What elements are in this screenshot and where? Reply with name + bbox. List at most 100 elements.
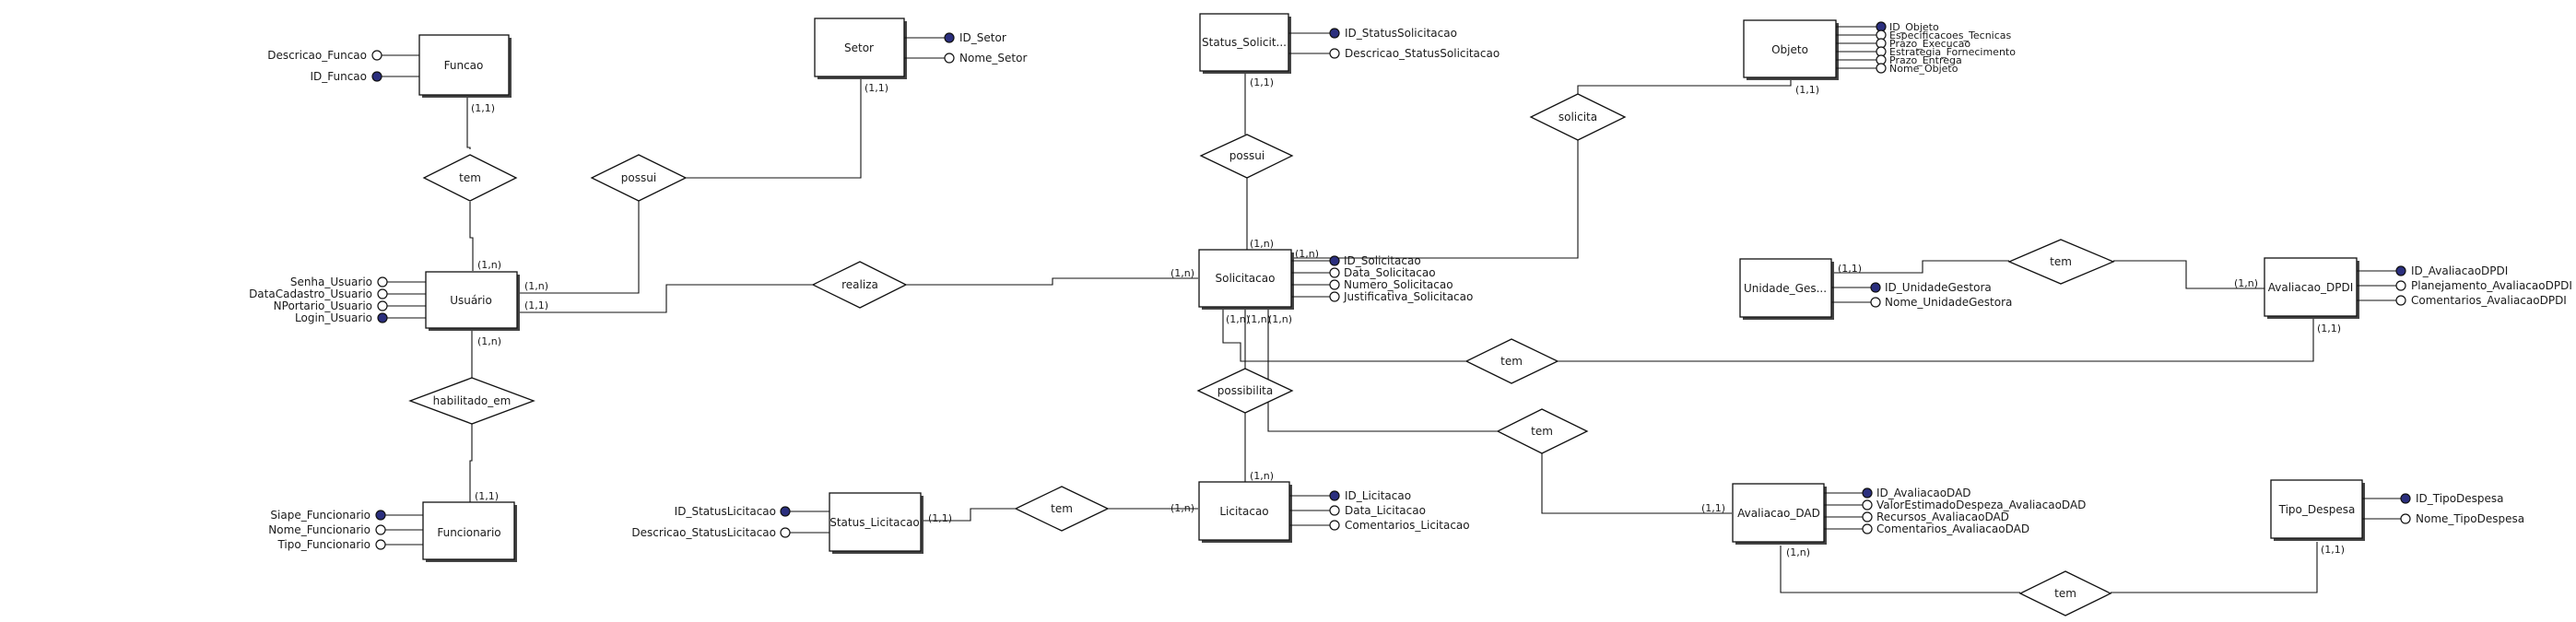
attribute-marker bbox=[375, 539, 386, 550]
attribute-label: Tipo_Funcionario bbox=[276, 538, 371, 551]
entity-status-solicitacao: Status_Solicit... bbox=[1199, 13, 1291, 74]
relationship-label: possui bbox=[1229, 149, 1264, 162]
entity-tipo-despesa: Tipo_Despesa bbox=[2270, 479, 2365, 541]
attribute-label: Especificacoes_Tecnicas bbox=[1889, 29, 2012, 41]
entity-label: Avaliacao_DPDI bbox=[2268, 281, 2354, 294]
attribute-label: Login_Usuario bbox=[295, 311, 372, 324]
attribute-label: ID_TipoDespesa bbox=[2416, 492, 2504, 505]
entity-label: Usuário bbox=[450, 294, 492, 307]
line-setor-possui bbox=[686, 77, 862, 179]
attribute-label: Descricao_StatusLicitacao bbox=[631, 526, 776, 539]
cardinality-label: (1,1) bbox=[2321, 544, 2345, 556]
cardinality-label: (1,1) bbox=[1795, 84, 1819, 96]
cardinality-label: (1,n) bbox=[1170, 267, 1194, 279]
entity-label: Funcionario bbox=[437, 526, 500, 539]
entity-setor: Setor bbox=[814, 18, 907, 79]
attribute-label: ID_Setor bbox=[959, 31, 1006, 44]
relationship-label: tem bbox=[2054, 587, 2076, 600]
attribute-label: ID_StatusLicitacao bbox=[675, 505, 776, 518]
attributes-status-licitacao: ID_StatusLicitacao Descricao_StatusLicit… bbox=[631, 505, 829, 539]
entity-solicitacao: Solicitacao bbox=[1198, 249, 1294, 310]
relationship-tem-dad: tem bbox=[1496, 408, 1589, 454]
line-tem-dad bbox=[1541, 453, 1732, 514]
attribute-marker bbox=[1862, 511, 1873, 522]
line-usuario-realiza bbox=[517, 284, 813, 313]
key-attribute-marker bbox=[1870, 282, 1881, 293]
cardinality-label: (1,1) bbox=[865, 82, 888, 94]
entity-avaliacao-dpdi: Avaliacao_DPDI bbox=[2264, 257, 2359, 319]
key-attribute-marker bbox=[377, 312, 388, 323]
attribute-marker bbox=[2395, 295, 2406, 306]
relationship-tem-despesa: tem bbox=[2018, 570, 2112, 616]
key-attribute-marker bbox=[375, 510, 386, 521]
key-attribute-marker bbox=[1329, 255, 1340, 266]
entity-label: Unidade_Ges... bbox=[1744, 282, 1827, 295]
attributes-unidade-gestora: ID_UnidadeGestora Nome_UnidadeGestora bbox=[1831, 281, 2012, 309]
key-attribute-marker bbox=[2395, 265, 2406, 276]
line-possui-usuario bbox=[517, 201, 640, 294]
line-solicitacao-tem-dad bbox=[1267, 308, 1498, 432]
line-solicitacao-tem-dpdi bbox=[1222, 308, 1466, 362]
cardinality-label: (1,n) bbox=[1786, 546, 1810, 558]
cardinality-label: (1,1) bbox=[2317, 323, 2341, 334]
cardinality-label: (1,1) bbox=[1838, 263, 1862, 275]
attribute-marker bbox=[2395, 280, 2406, 291]
line-habilitado-funcionario bbox=[469, 424, 473, 502]
attributes-licitacao: ID_Licitacao Data_Licitacao Comentarios_… bbox=[1289, 489, 1470, 532]
attributes-funcionario: Siape_Funcionario Nome_Funcionario Tipo_… bbox=[268, 509, 423, 551]
attribute-marker bbox=[1862, 523, 1873, 534]
attribute-label: ID_AvaliacaoDPDI bbox=[2411, 264, 2508, 277]
attributes-solicitacao: ID_Solicitacao Data_Solicitacao Numero_S… bbox=[1291, 254, 1473, 303]
line-tem-dpdi bbox=[1558, 317, 2314, 362]
attribute-label: ID_Funcao bbox=[310, 70, 367, 83]
attribute-label: Siape_Funcionario bbox=[270, 509, 371, 522]
cardinality-label: (1,n) bbox=[1170, 502, 1194, 514]
cardinality-label: (1,n) bbox=[1295, 248, 1319, 260]
relationship-tem-funcao: tem bbox=[422, 154, 518, 202]
cardinality-label: (1,1) bbox=[524, 299, 548, 311]
attributes-status-solicitacao: ID_StatusSolicitacao Descricao_StatusSol… bbox=[1288, 27, 1500, 60]
key-attribute-marker bbox=[1329, 28, 1340, 39]
attribute-label: ID_UnidadeGestora bbox=[1885, 281, 1992, 294]
entity-label: Status_Solicit... bbox=[1202, 36, 1287, 49]
entity-label: Avaliacao_DAD bbox=[1737, 507, 1820, 520]
attributes-usuario: Senha_Usuario DataCadastro_Usuario NPort… bbox=[249, 276, 426, 324]
relationship-label: tem bbox=[2050, 255, 2072, 268]
attribute-marker bbox=[1329, 505, 1340, 516]
cardinality-label: (1,1) bbox=[1250, 76, 1274, 88]
entity-label: Status_Licitacao bbox=[829, 516, 920, 529]
entity-label: Tipo_Despesa bbox=[2278, 503, 2356, 516]
cardinalities: (1,1) (1,n) (1,1) (1,n) (1,1) (1,n) (1,1… bbox=[471, 76, 2345, 558]
line-dad-tem bbox=[1780, 546, 2020, 593]
attribute-label: ValorEstimadoDespeza_AvaliacaoDAD bbox=[1876, 499, 2086, 511]
entity-objeto: Objeto bbox=[1743, 19, 1839, 80]
line-tem-usuario bbox=[469, 202, 474, 271]
relationship-label: realiza bbox=[841, 278, 878, 291]
attribute-marker bbox=[371, 50, 382, 61]
relationship-tem-licitacao: tem bbox=[1014, 486, 1110, 532]
cardinality-label: (1,n) bbox=[1226, 313, 1250, 325]
relationship-possibilita: possibilita bbox=[1196, 368, 1294, 414]
attribute-label: Nome_Setor bbox=[959, 52, 1027, 65]
attribute-marker bbox=[375, 524, 386, 535]
line-funcao-tem bbox=[466, 96, 471, 149]
relationship-label: tem bbox=[1531, 425, 1553, 438]
attribute-label: Descricao_Funcao bbox=[267, 49, 367, 62]
attribute-label: Comentarios_Licitacao bbox=[1345, 519, 1470, 532]
attribute-label: Descricao_StatusSolicitacao bbox=[1345, 47, 1500, 60]
relationship-label: tem bbox=[459, 171, 481, 184]
attribute-label: Prazo_Entrega bbox=[1889, 54, 1962, 66]
attributes-tipo-despesa: ID_TipoDespesa Nome_TipoDespesa bbox=[2362, 492, 2524, 525]
attribute-marker bbox=[944, 53, 955, 64]
attribute-label: Comentarios_AvaliacaoDPDI bbox=[2411, 294, 2567, 307]
relationship-habilitado-em: habilitado_em bbox=[408, 377, 535, 425]
key-attribute-marker bbox=[2400, 493, 2411, 504]
relationship-possui-status: possui bbox=[1199, 134, 1294, 179]
cardinality-label: (1,1) bbox=[475, 490, 499, 502]
line-tem-dpdi-2 bbox=[2113, 260, 2264, 289]
attribute-marker bbox=[1329, 291, 1340, 302]
key-attribute-marker bbox=[780, 506, 791, 517]
attribute-label: NPortario_Usuario bbox=[274, 299, 372, 312]
attribute-marker bbox=[1329, 48, 1340, 59]
